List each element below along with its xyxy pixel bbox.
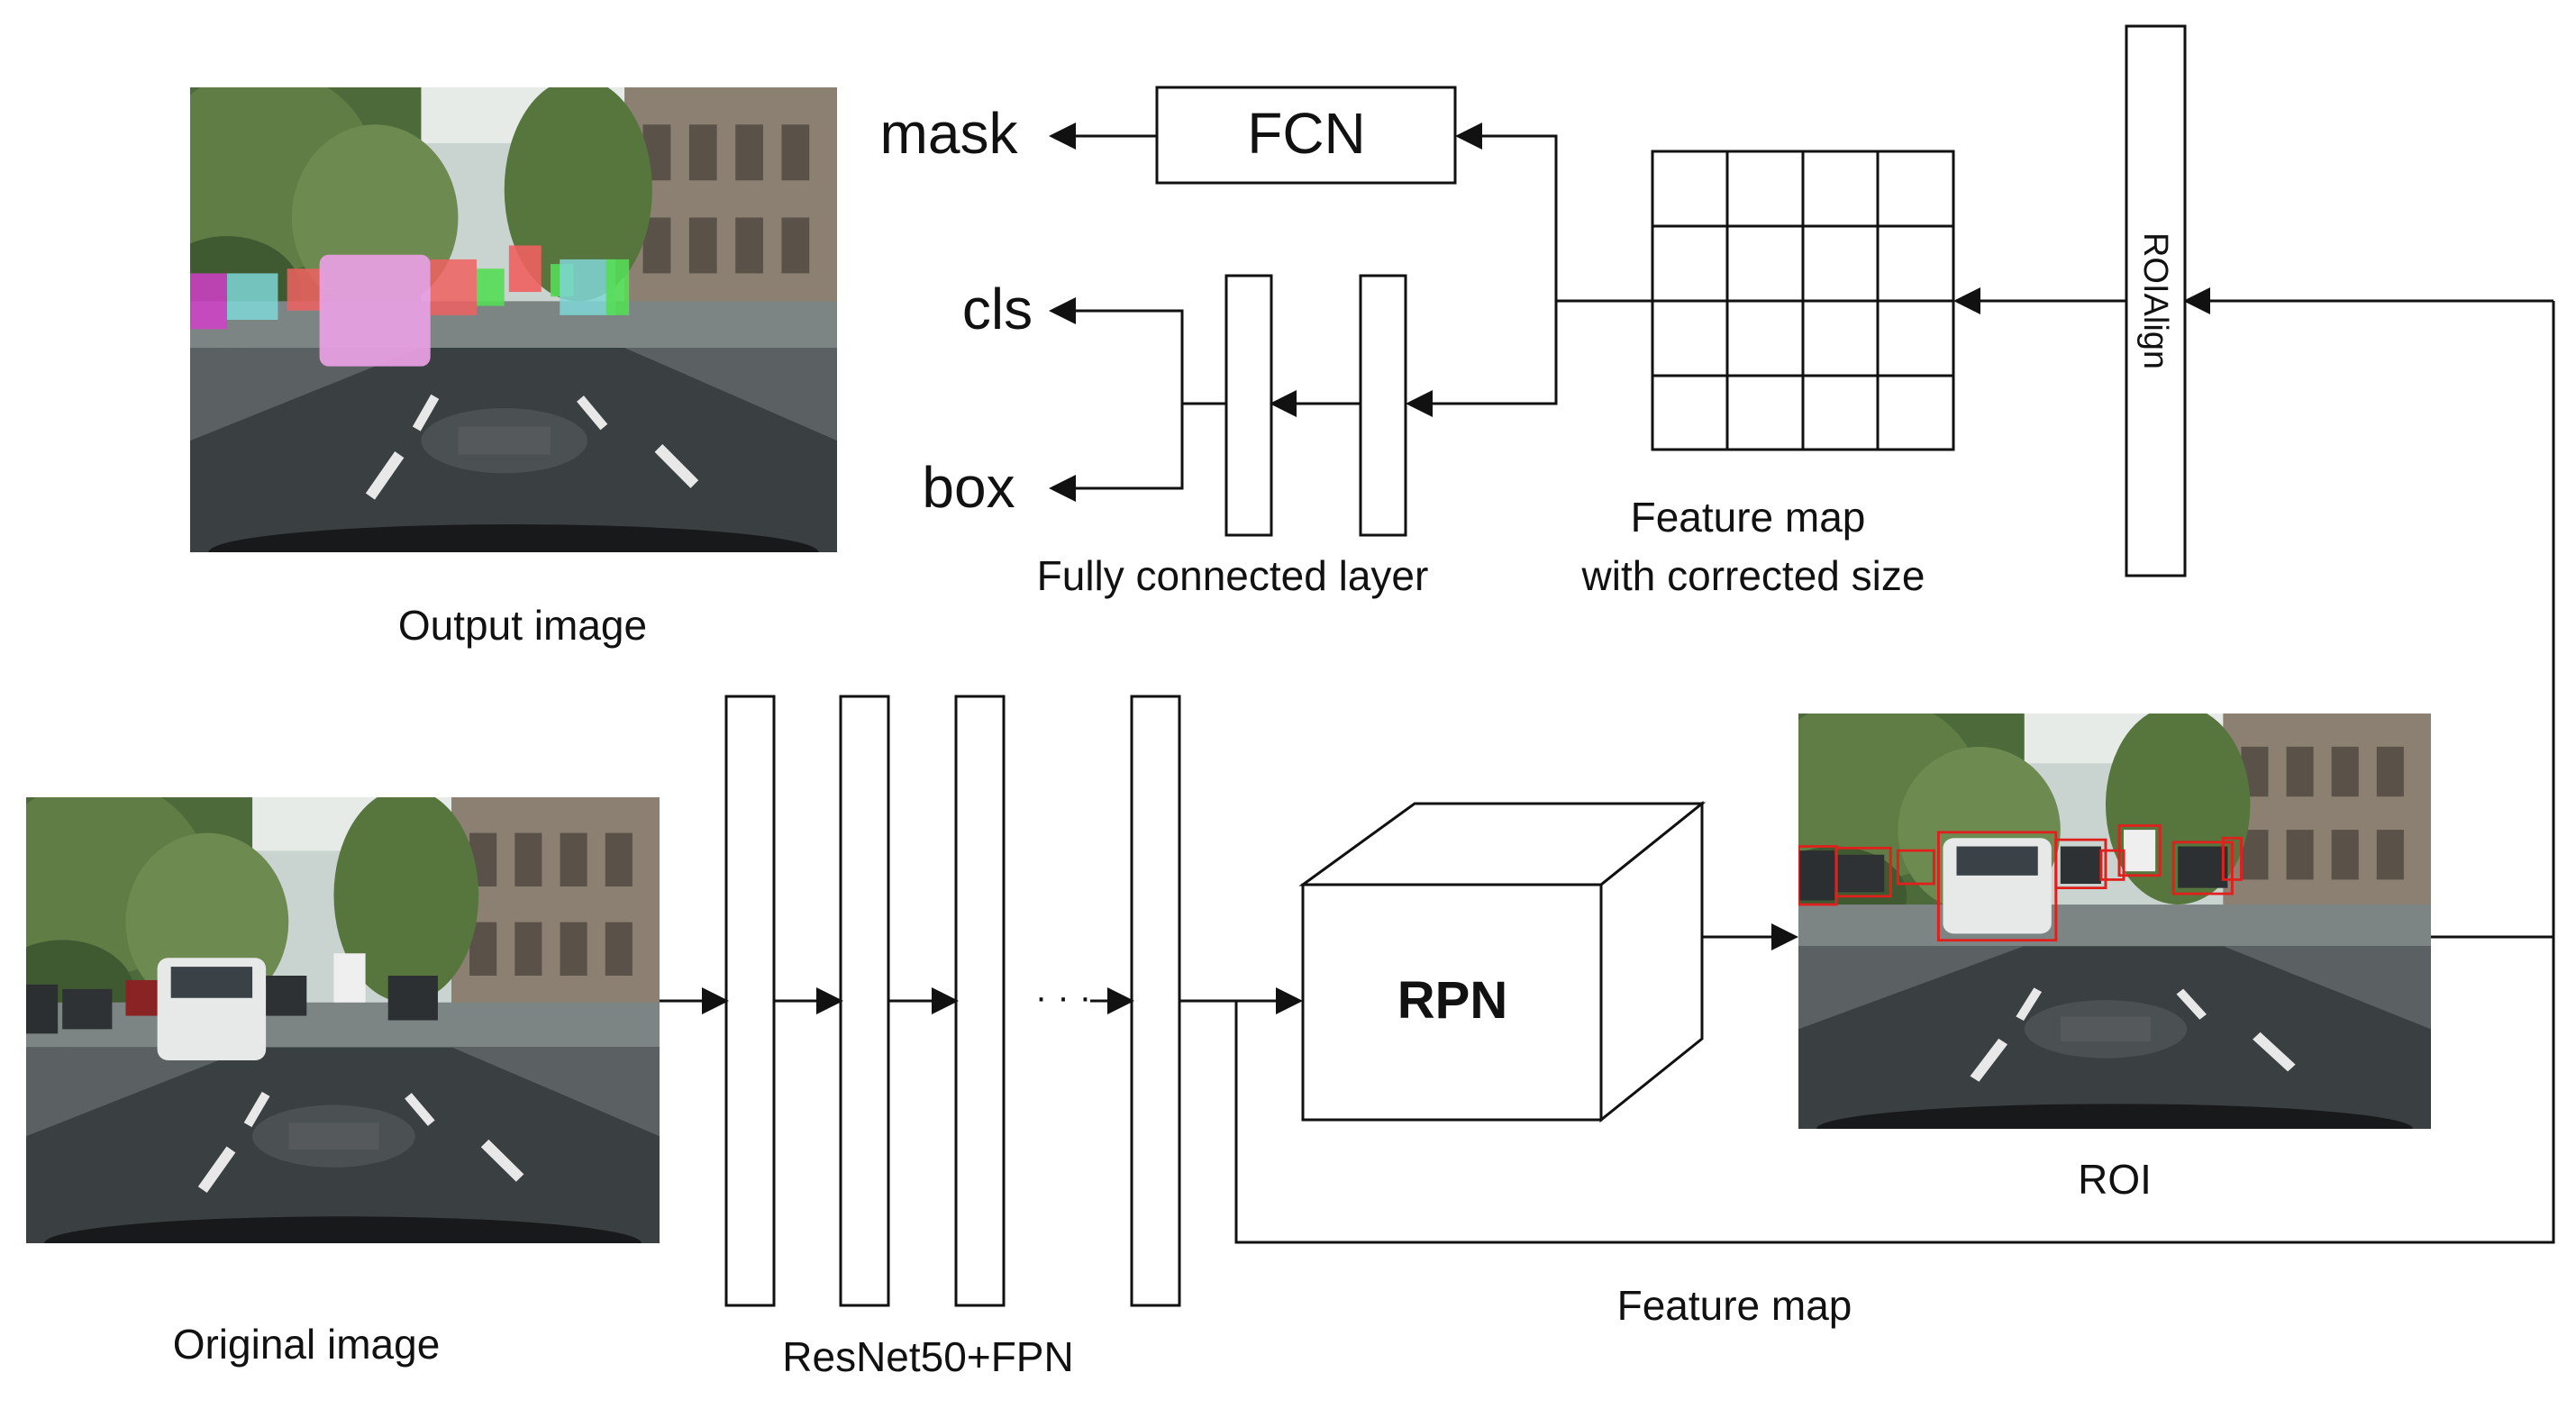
resnet-layer-4: [1130, 695, 1181, 1307]
cls-label: cls: [962, 277, 1033, 341]
output-image-panel: [190, 87, 837, 552]
fc-layer-1: [1224, 274, 1273, 537]
arrow-to-cls: [1049, 297, 1184, 488]
resnet-layer-1: [724, 695, 776, 1307]
mask-label: mask: [880, 101, 1019, 166]
fc-layer-2: [1359, 274, 1407, 537]
rpn-label: RPN: [1397, 971, 1507, 1030]
branch-to-fc: [1406, 301, 1558, 417]
feature-map-path: [1234, 301, 2555, 1244]
ellipsis: · · ·: [1035, 977, 1091, 1017]
fcn-block: [1155, 86, 1457, 185]
resnet-layer-3: [954, 695, 1006, 1307]
corrected-feature-map-label-2: with corrected size: [1581, 552, 1925, 599]
original-image-label: Original image: [173, 1321, 441, 1368]
fcn-label: FCN: [1247, 101, 1366, 166]
original-image-panel: [26, 797, 660, 1243]
roi-image-panel: [1798, 714, 2431, 1129]
rpn-cube: [1298, 800, 1707, 1123]
roialign-block: [2125, 24, 2187, 577]
corrected-feature-map-label-1: Feature map: [1631, 494, 1866, 541]
arrow-to-box: [1049, 311, 1184, 502]
output-image-label: Output image: [398, 602, 647, 649]
branch-to-fcn: [1455, 123, 1558, 404]
corrected-feature-map-grid: [1651, 150, 1955, 451]
resnet-label: ResNet50+FPN: [782, 1333, 1073, 1380]
roi-label: ROI: [2078, 1156, 2152, 1203]
feature-map-label: Feature map: [1617, 1282, 1852, 1329]
box-label: box: [922, 455, 1015, 520]
resnet-layer-2: [839, 695, 890, 1307]
fully-connected-label: Fully connected layer: [1037, 552, 1429, 599]
roialign-label: ROIAlign: [2136, 232, 2174, 369]
